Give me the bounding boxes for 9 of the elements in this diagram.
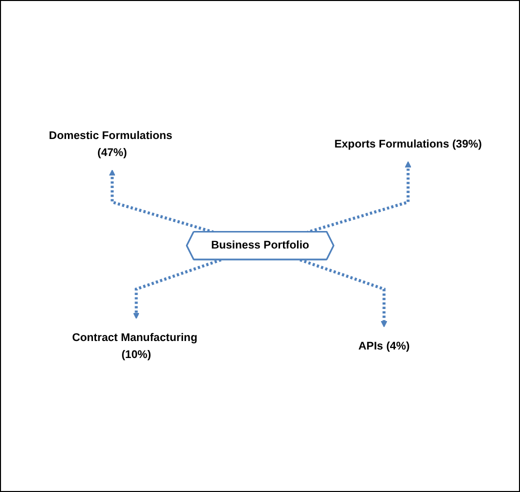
arrow	[307, 162, 412, 234]
node-text: APIs (4%)	[358, 340, 410, 353]
arrow	[300, 258, 388, 328]
node-text: Contract Manufacturing (10%)	[72, 332, 198, 361]
node-text: Domestic Formulations (47%)	[48, 130, 172, 160]
arrow	[108, 170, 214, 234]
diagram: Domestic Formulations (47%) Exports Formulations (39%) Business Portfolio Contract Manufacturing (10%) APIs (4%)	[10, 111, 510, 381]
arrow	[133, 258, 222, 320]
node-text: Exports Formulations (39%)	[334, 138, 482, 151]
